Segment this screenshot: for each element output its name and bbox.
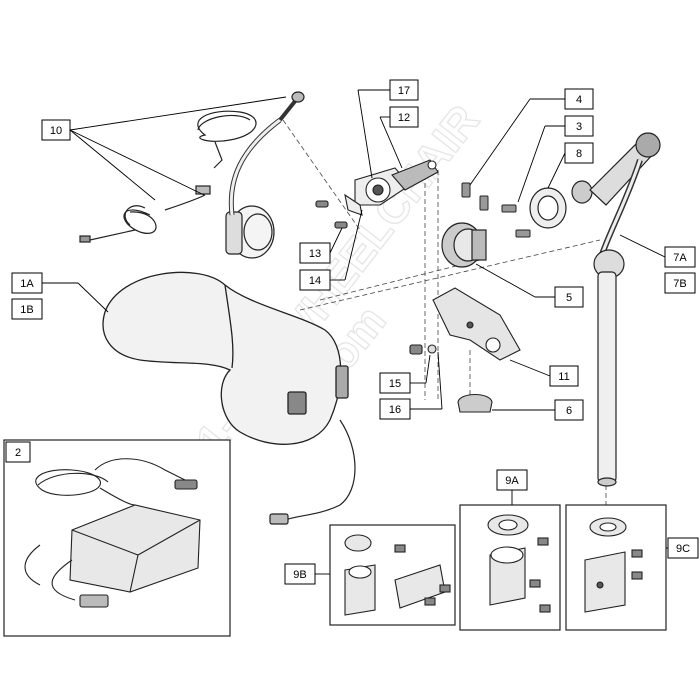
callout-8: 8 bbox=[576, 148, 582, 160]
callout-11-box bbox=[549, 365, 579, 387]
callout-12: 12 bbox=[398, 112, 410, 124]
callout-9B: 9B bbox=[293, 569, 306, 581]
inset-box-9A bbox=[459, 504, 561, 631]
callout-7B: 7B bbox=[673, 278, 686, 290]
callout-4: 4 bbox=[576, 94, 582, 106]
callout-texts: 10 17 12 4 3 8 13 14 1A 1B 7A 7B 5 11 15… bbox=[15, 85, 690, 581]
headphone-assembly bbox=[79, 91, 305, 259]
assembly-guides bbox=[282, 119, 607, 510]
screw-set bbox=[461, 182, 531, 238]
callout-8-box bbox=[564, 142, 594, 164]
callout-14-box bbox=[299, 269, 331, 291]
callout-14: 14 bbox=[309, 275, 321, 287]
collar-ring bbox=[529, 180, 593, 229]
callout-4-box bbox=[564, 88, 594, 110]
callout-12-box bbox=[389, 106, 419, 128]
callout-7A-box bbox=[664, 246, 696, 268]
callout-9C: 9C bbox=[676, 543, 690, 555]
inset-box-2 bbox=[3, 439, 231, 637]
callout-6: 6 bbox=[566, 405, 572, 417]
callout-16: 16 bbox=[389, 404, 401, 416]
callout-16-box bbox=[379, 398, 411, 420]
callout-7B-box bbox=[664, 272, 696, 294]
callout-5-box bbox=[554, 286, 584, 308]
callout-3: 3 bbox=[576, 121, 582, 133]
bracket-assembly bbox=[409, 287, 521, 413]
callout-2: 2 bbox=[15, 447, 21, 459]
callout-17: 17 bbox=[398, 85, 410, 97]
callout-2-box bbox=[5, 441, 31, 463]
arm-rod bbox=[589, 132, 661, 487]
callout-17-box bbox=[389, 79, 419, 101]
callout-7A: 7A bbox=[673, 252, 687, 264]
callout-1B: 1B bbox=[20, 304, 33, 316]
inset-box-9B bbox=[329, 524, 456, 626]
hub-assembly bbox=[315, 159, 439, 229]
hub-disc bbox=[441, 222, 487, 268]
leader-lines bbox=[42, 89, 666, 411]
callout-15: 15 bbox=[389, 378, 401, 390]
callout-15-box bbox=[379, 372, 411, 394]
callout-1B-box bbox=[11, 298, 43, 320]
callout-10: 10 bbox=[50, 125, 62, 137]
callout-11: 11 bbox=[558, 371, 569, 383]
callout-6-box bbox=[554, 399, 584, 421]
callout-1A-box bbox=[11, 272, 43, 294]
callout-10-box bbox=[41, 119, 71, 141]
callout-13-box bbox=[299, 242, 331, 264]
pad-cable bbox=[269, 419, 356, 525]
callout-9A: 9A bbox=[505, 475, 519, 487]
callout-labels bbox=[5, 79, 699, 585]
inset-box-9C bbox=[565, 504, 667, 631]
callout-1A: 1A bbox=[20, 278, 34, 290]
callout-13: 13 bbox=[309, 248, 321, 260]
callout-3-box bbox=[564, 115, 594, 137]
head-support-pad bbox=[102, 271, 349, 445]
callout-5: 5 bbox=[566, 292, 572, 304]
